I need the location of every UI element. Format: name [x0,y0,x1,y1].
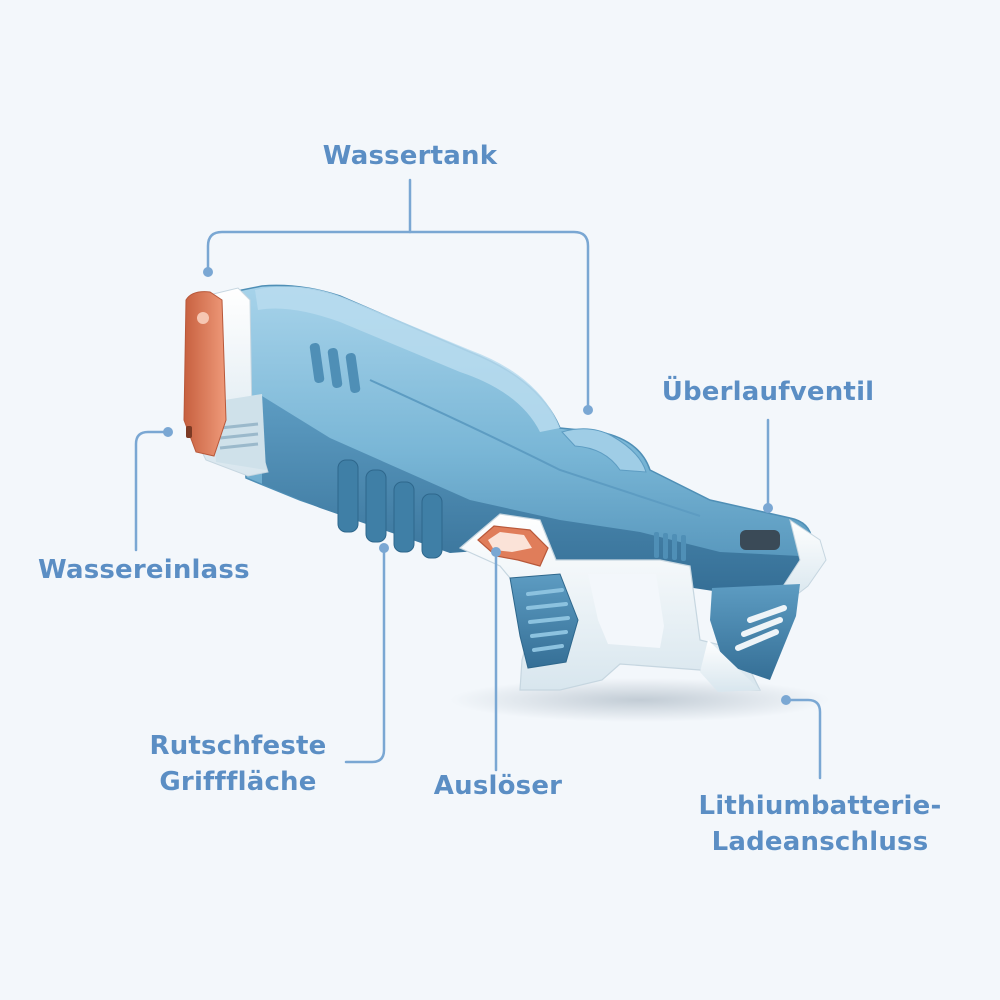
label-water-inlet: Wassereinlass [38,555,250,585]
tank-ridge [255,286,560,432]
inlet-port [186,426,192,438]
side-ribs [337,459,443,559]
tank-dome [561,428,647,473]
mid-grooves [654,532,686,561]
front-chevrons [735,605,787,651]
ground-shadow [450,678,830,722]
top-vent-grooves [309,343,361,393]
leader-lines [134,178,822,780]
water-inlet-cap [183,291,227,457]
leader-charging [786,698,822,780]
inlet-hole [197,312,209,324]
label-grip-line2: Grifffläche [159,767,317,797]
frame-opening [588,574,664,648]
leader-grip [344,548,386,764]
leader-dots [163,267,791,705]
label-water-tank: Wassertank [322,141,498,171]
overflow-valve-window [740,530,780,550]
label-charging-port: Lithiumbatterie- Ladeanschluss [680,788,960,860]
leader-water-inlet [134,430,170,552]
label-grip-line1: Rutschfeste [149,731,327,761]
grip-ribs [526,588,570,652]
label-charging-line2: Ladeanschluss [711,827,929,857]
front-lower-white [700,640,760,692]
label-trigger: Auslöser [433,771,563,801]
trigger-inner [488,532,532,552]
body-crease [369,379,701,517]
leader-water-tank [206,230,590,410]
rear-cap-lines [219,422,259,450]
label-overflow-valve: Überlaufventil [661,377,875,407]
label-grip: Rutschfeste Grifffläche [138,728,338,800]
front-nose [773,518,827,601]
label-charging-line1: Lithiumbatterie- [698,791,942,821]
